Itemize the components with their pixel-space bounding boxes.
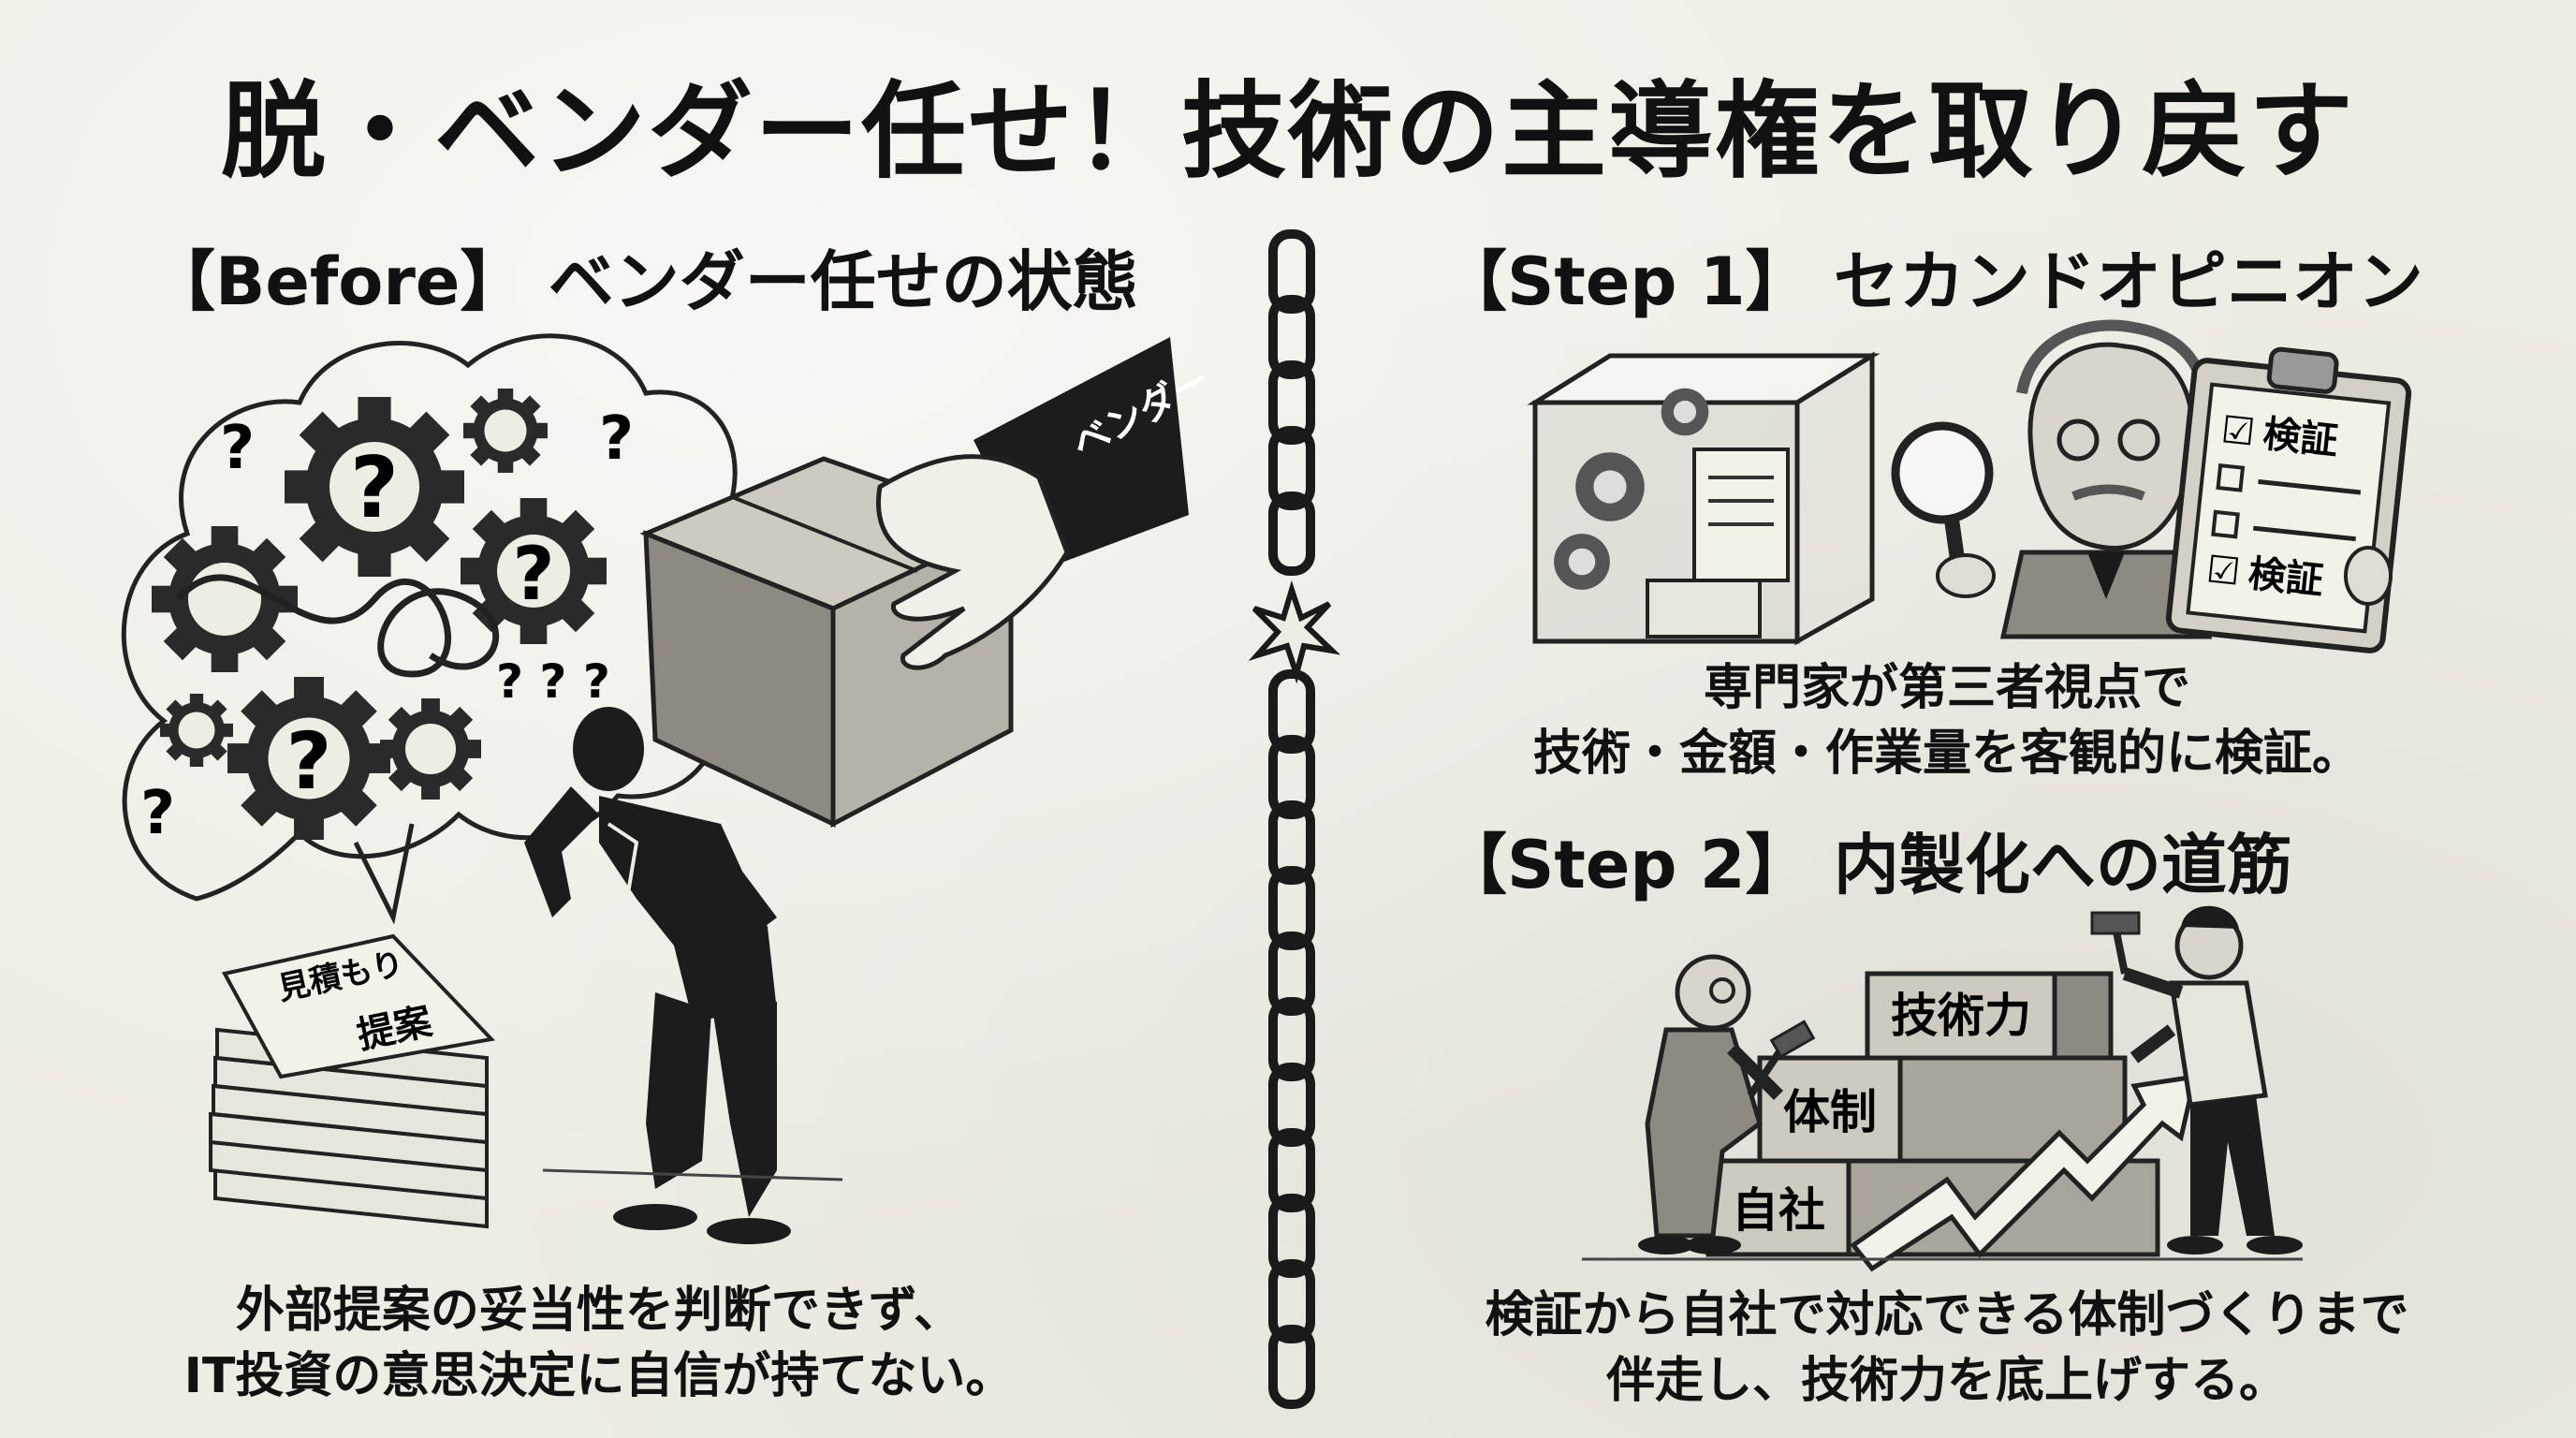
step2-caption-line-1: 検証から自社で対応できる体制づくりまで	[1485, 1287, 2409, 1343]
gear-icon	[1661, 388, 1709, 436]
before-heading: 【Before】 ベンダー任せの状態	[150, 243, 1138, 320]
svg-text:? ? ?: ? ? ?	[496, 654, 610, 709]
checkbox-checked-icon: ☑	[2204, 548, 2242, 594]
stressed-businessman	[524, 707, 843, 1244]
clipboard: ☑ 検証 ☑ 検証	[2165, 346, 2412, 653]
building-blocks: 自社 体制 技術力	[1705, 971, 2160, 1257]
step1-caption-line-1: 専門家が第三者視点で	[1703, 660, 2190, 716]
svg-text:?: ?	[140, 779, 175, 848]
step1-caption-line-2: 技術・金額・作業量を客観的に検証。	[1532, 726, 2361, 783]
checkbox-checked-icon: ☑	[2219, 408, 2257, 454]
block-label-company: 自社	[1732, 1183, 1825, 1238]
clipboard-item-2: 検証	[2247, 552, 2325, 603]
document-stack: 見積もり 提案	[209, 933, 496, 1229]
tangled-line	[175, 574, 500, 678]
expert-with-hammer	[1638, 954, 1816, 1255]
svg-text:?: ?	[220, 414, 255, 483]
block-middle	[1757, 1055, 1903, 1164]
expert-figure	[1936, 319, 2213, 639]
question-mark: ?	[512, 533, 554, 617]
checkbox-empty-icon	[2211, 509, 2240, 539]
step1-caption: 専門家が第三者視点で 技術・金額・作業量を客観的に検証。	[1498, 655, 2396, 786]
break-burst	[1248, 580, 1341, 684]
worker-with-hammer	[2090, 905, 2303, 1255]
broken-chain-divider	[1248, 229, 1341, 1409]
svg-text:?: ?	[599, 404, 634, 474]
growth-arrow-icon	[1850, 1073, 2199, 1272]
vendor-hand: ベンダー	[876, 337, 1218, 670]
clipboard-item-1: 検証	[2261, 413, 2339, 463]
before-caption-line-1: 外部提案の妥当性を判断できず、	[235, 1283, 963, 1339]
question-mark: ?	[286, 715, 332, 807]
step2-caption: 検証から自社で対応できる体制づくりまで 伴走し、技術力を底上げする。	[1423, 1283, 2471, 1414]
thought-cloud	[122, 333, 763, 925]
before-caption-line-2: IT投資の意思決定に自信が持てない。	[183, 1348, 1015, 1405]
question-mark: ?	[350, 439, 399, 537]
transparent-box	[1527, 351, 1881, 646]
step2-heading: 【Step 2】 内製化への道筋	[1442, 827, 2292, 903]
gear-icon	[1554, 534, 1610, 590]
block-top	[1865, 971, 2057, 1061]
before-caption: 外部提案の妥当性を判断できず、 IT投資の意思決定に自信が持てない。	[168, 1278, 1030, 1409]
gear-icon	[1575, 452, 1645, 521]
step1-heading: 【Step 1】 セカンドオピニオン	[1442, 243, 2423, 320]
block-label-structure: 体制	[1783, 1085, 1877, 1139]
checkbox-empty-icon	[2216, 462, 2246, 492]
block-label-tech: 技術力	[1891, 989, 2031, 1043]
floating-question-marks: ? ? ? ? ? ?	[140, 404, 634, 848]
step2-caption-line-2: 伴走し、技術力を底上げする。	[1605, 1353, 2288, 1410]
page-title: 脱・ベンダー任せ！技術の主導権を取り戻す	[221, 71, 2355, 193]
